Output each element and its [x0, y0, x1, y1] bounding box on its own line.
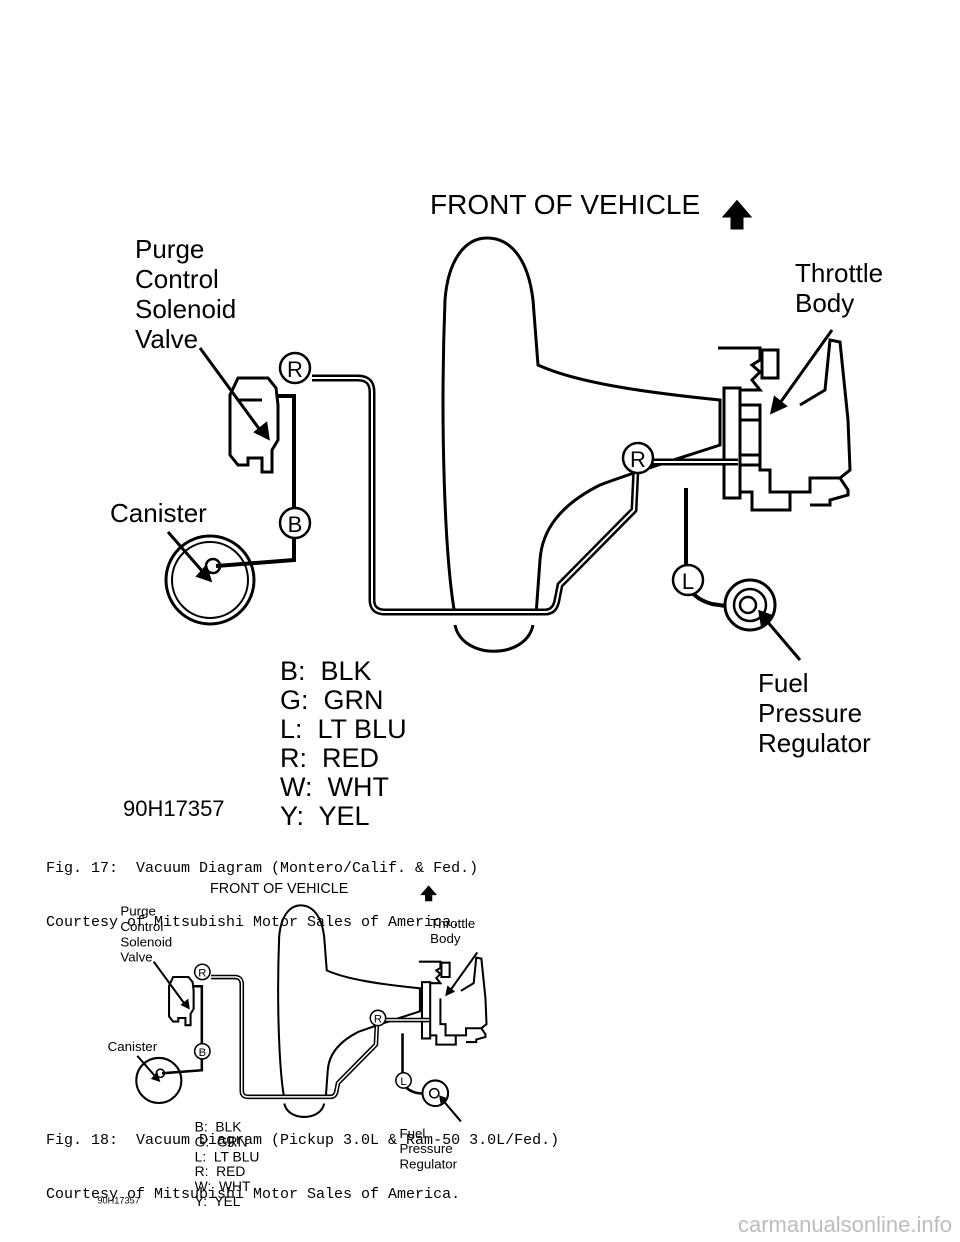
fig18-purge-control-label-4: Valve — [120, 950, 152, 965]
hose-label-l: L — [682, 569, 694, 594]
legend-item-l: L: LT BLU — [280, 714, 407, 744]
legend-item-b: B: BLK — [280, 656, 372, 686]
fig18-front-of-vehicle-label: FRONT OF VEHICLE — [210, 881, 348, 897]
throttle-body-shape — [718, 338, 852, 512]
vacuum-hoses — [215, 374, 738, 616]
hose-marker-l — [671, 563, 705, 597]
hose-label-r1: R — [287, 357, 303, 382]
fig18-caption-line1: Fig. 18: Vacuum Diagram (Pickup 3.0L & R… — [46, 1132, 560, 1149]
intake-plenum — [441, 236, 722, 616]
fig17-drawing: R B R L FRONT OF VEHICLE Purge Control S… — [110, 189, 883, 831]
hose-marker-b — [278, 506, 312, 540]
fig18-purge-control-label-1: Purge — [120, 904, 155, 919]
fig18-hose-label-b: B — [199, 1047, 207, 1059]
purge-control-label-1: Purge — [135, 234, 204, 264]
fig18-legend-item-g: G: GRN — [195, 1134, 248, 1150]
legend-item-w: W: WHT — [280, 772, 389, 802]
hose-black — [215, 394, 296, 568]
hose-marker-r1 — [278, 351, 312, 385]
purge-control-label-3: Solenoid — [135, 294, 236, 324]
fig18-legend-item-l: L: LT BLU — [195, 1148, 260, 1164]
fuel-pressure-regulator-label-1: Fuel — [758, 668, 809, 698]
purge-control-label-2: Control — [135, 264, 219, 294]
fig18-purge-control-label-2: Control — [120, 919, 163, 934]
vacuum-diagram-fig18: R B R L FRONT OF VEHICLE Purge Control S… — [97, 881, 488, 1209]
fig17-caption-line1: Fig. 17: Vacuum Diagram (Montero/Calif. … — [46, 860, 479, 877]
purge-solenoid-shape — [228, 376, 280, 474]
hose-marker-r2 — [621, 441, 655, 475]
fig18-fuel-pressure-regulator-label-2: Pressure — [399, 1141, 452, 1156]
fuel-pressure-regulator-label-3: Regulator — [758, 728, 871, 758]
fig18-purge-control-label-3: Solenoid — [120, 934, 172, 949]
fig18-hose-label-l: L — [400, 1076, 406, 1088]
throttle-body-label-2: Body — [795, 288, 854, 318]
purge-control-label-4: Valve — [135, 324, 198, 354]
fig18-fuel-pressure-regulator-label-3: Regulator — [399, 1157, 457, 1172]
fig18-caption-line2: Courtesy of Mitsubishi Motor Sales of Am… — [46, 1186, 461, 1203]
fig18-fuel-pressure-regulator-label-1: Fuel — [399, 1126, 425, 1141]
fig18-throttle-body-label-1: Throttle — [430, 916, 475, 931]
legend-item-g: G: GRN — [280, 685, 384, 715]
fig18-hose-label-r1: R — [198, 968, 206, 980]
fig18-legend-item-r: R: RED — [195, 1163, 246, 1179]
plenum-bottom-arc — [453, 624, 535, 653]
fig18-throttle-body-label-2: Body — [430, 931, 461, 946]
legend-item-r: R: RED — [280, 743, 379, 773]
fig17-caption: Fig. 17: Vacuum Diagram (Montero/Calif. … — [46, 824, 478, 950]
fig18-legend-item-w: W: WHT — [195, 1178, 251, 1194]
hose-label-b: B — [288, 512, 303, 537]
fig18-legend-item-y: Y: YEL — [195, 1193, 241, 1209]
throttle-body-label-1: Throttle — [795, 258, 883, 288]
hose-label-r2: R — [630, 447, 646, 472]
fig18-part-code: 90H17357 — [97, 1195, 139, 1205]
legend-item-y: Y: YEL — [280, 801, 370, 831]
fig18-legend-item-b: B: BLK — [195, 1119, 243, 1135]
fuel-pressure-regulator-label-2: Pressure — [758, 698, 862, 728]
part-code: 90H17357 — [123, 796, 225, 821]
fig18-canister-label: Canister — [108, 1039, 158, 1054]
pointer-arrows — [166, 199, 834, 661]
fig17-caption-line2: Courtesy of Mitsubishi Motor Sales of Am… — [46, 914, 461, 931]
watermark: carmanualsonline.info — [737, 1212, 952, 1237]
fig18-caption: Fig. 18: Vacuum Diagram (Pickup 3.0L & R… — [46, 1096, 559, 1222]
canister-label: Canister — [110, 498, 207, 528]
fig18-hose-label-r2: R — [374, 1014, 382, 1026]
front-of-vehicle-label: FRONT OF VEHICLE — [430, 189, 700, 220]
